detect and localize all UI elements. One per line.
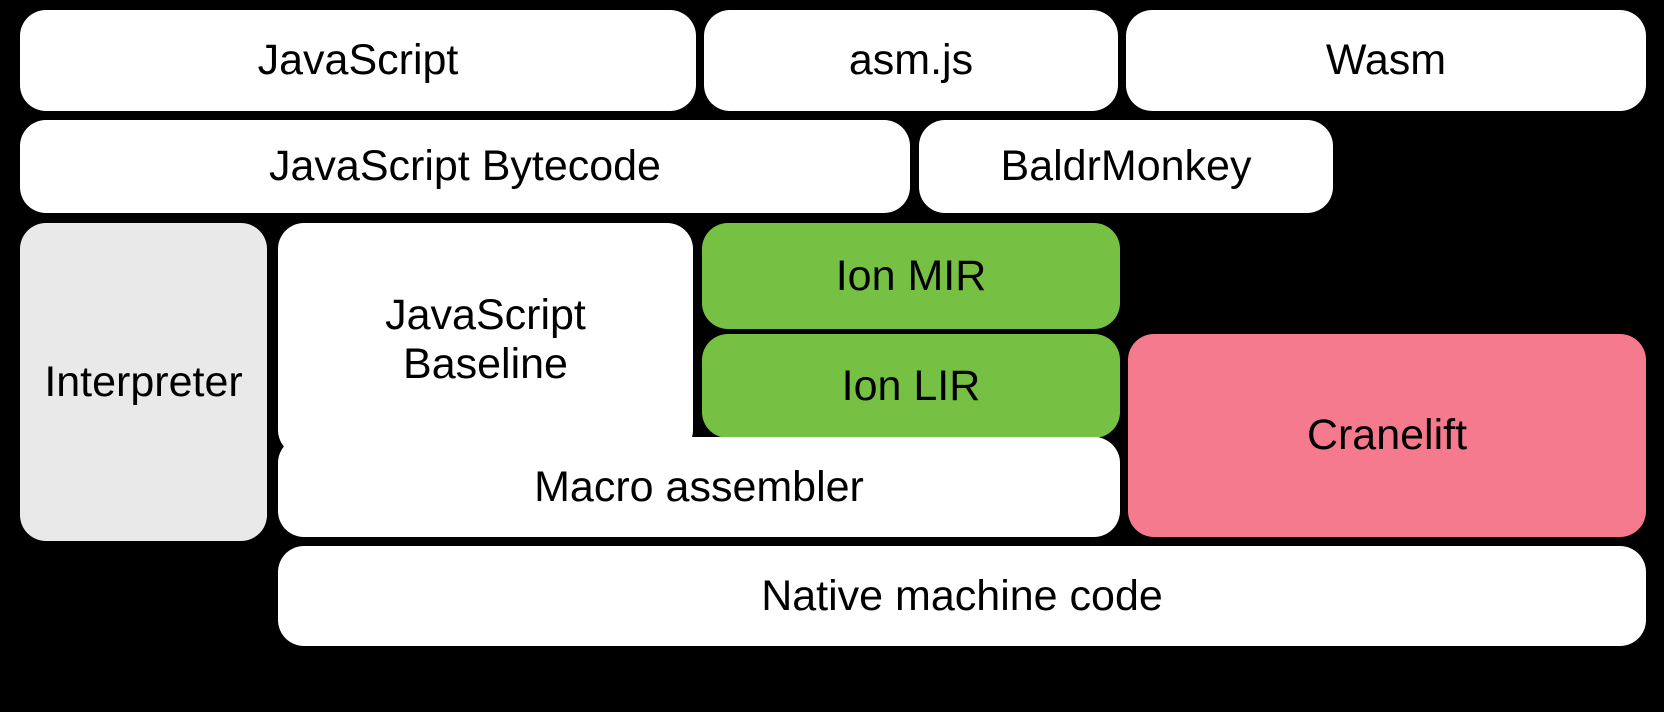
node-javascript[interactable]: JavaScript	[20, 10, 696, 111]
node-asm-js[interactable]: asm.js	[704, 10, 1118, 111]
node-macro-assembler[interactable]: Macro assembler	[278, 437, 1120, 537]
node-ion-lir[interactable]: Ion LIR	[702, 334, 1120, 438]
node-javascript-baseline[interactable]: JavaScript Baseline	[278, 223, 693, 456]
node-cranelift[interactable]: Cranelift	[1128, 334, 1646, 537]
node-ion-mir[interactable]: Ion MIR	[702, 223, 1120, 329]
node-javascript-bytecode[interactable]: JavaScript Bytecode	[20, 120, 910, 213]
node-baldrmonkey[interactable]: BaldrMonkey	[919, 120, 1333, 213]
node-native-machine-code[interactable]: Native machine code	[278, 546, 1646, 646]
node-interpreter[interactable]: Interpreter	[20, 223, 267, 541]
node-wasm[interactable]: Wasm	[1126, 10, 1646, 111]
